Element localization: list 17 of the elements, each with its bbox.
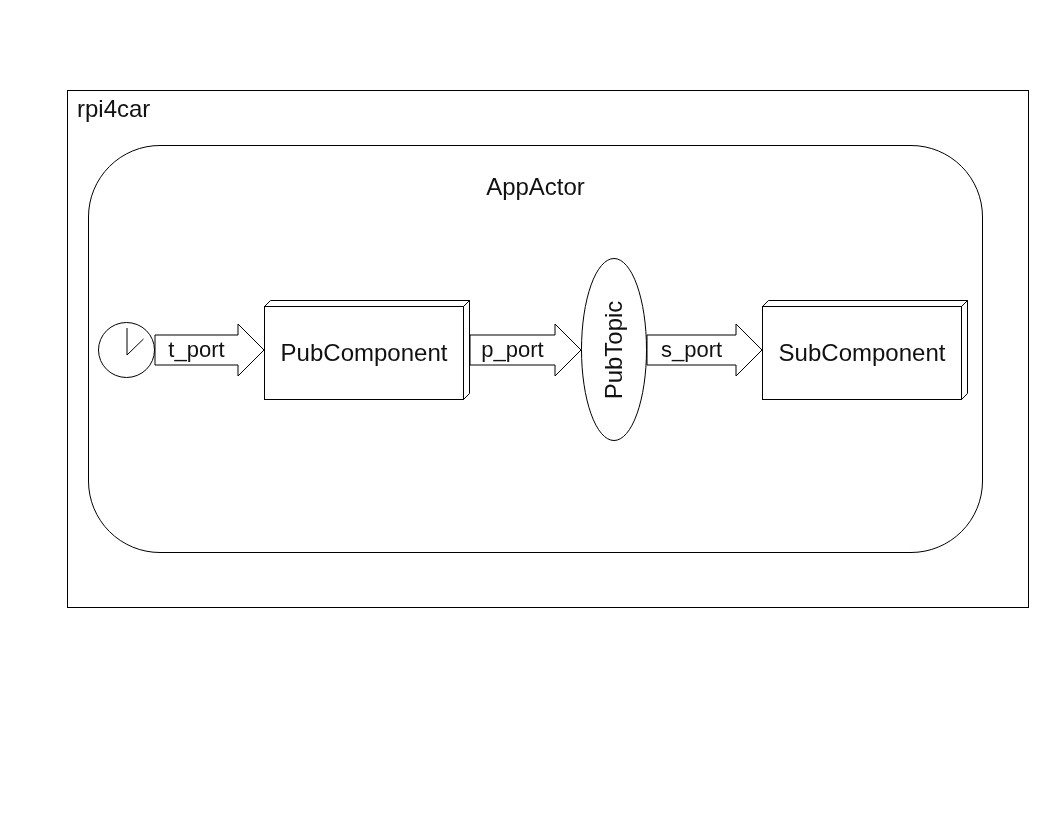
clock-symbol [98, 322, 155, 378]
block-arrow [469, 323, 582, 377]
node-label: SubComponent [778, 339, 946, 367]
frame-title: rpi4car [77, 95, 151, 123]
frame-title: AppActor [486, 173, 585, 201]
block-arrow [646, 323, 763, 377]
component-box [264, 300, 470, 400]
block-arrow [154, 323, 265, 377]
edge-label: s_port [660, 337, 723, 363]
node-label: PubTopic [600, 300, 628, 399]
component-box [762, 300, 968, 400]
edge-label: p_port [481, 337, 544, 363]
topic-ellipse [581, 258, 647, 441]
node-label: PubComponent [280, 339, 448, 367]
rounded-frame [88, 145, 983, 553]
container-frame [67, 90, 1029, 608]
edge-label: t_port [168, 337, 225, 363]
